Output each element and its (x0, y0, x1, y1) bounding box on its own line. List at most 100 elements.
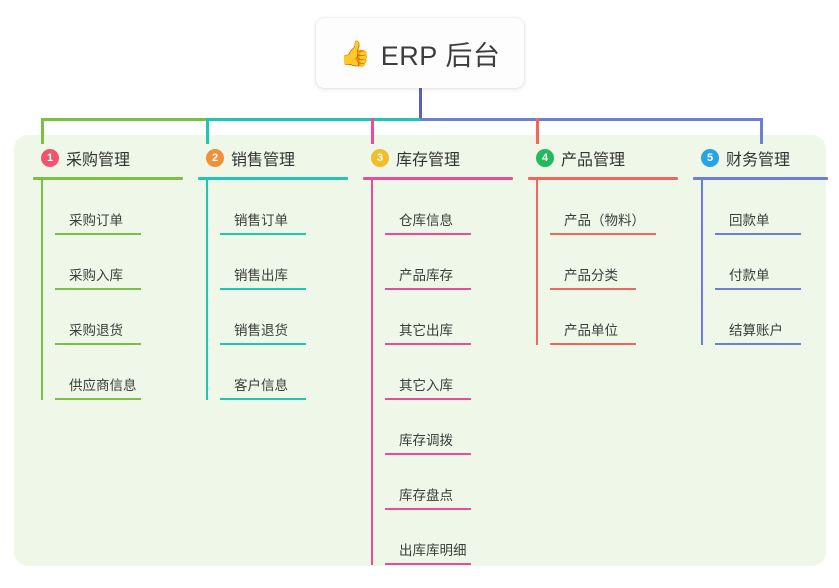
branch-item-label: 其它出库 (399, 323, 453, 338)
branch-item[interactable]: 产品（物料） (550, 180, 688, 235)
branch-item-underline (385, 343, 471, 345)
branch-item-label: 库存盘点 (399, 488, 453, 503)
branch-item[interactable]: 产品分类 (550, 235, 688, 290)
bus-segment-3 (420, 118, 536, 121)
branch-item[interactable]: 付款单 (715, 235, 838, 290)
branch-underline (198, 177, 348, 180)
root-node-title: ERP 后台 (380, 40, 501, 71)
branch-item-underline (385, 453, 471, 455)
branch-item-underline (55, 343, 141, 345)
branch-underline (33, 177, 183, 180)
branch-underline (363, 177, 513, 180)
branch-items: 采购订单采购入库采购退货供应商信息 (33, 180, 193, 400)
branch-item[interactable]: 产品单位 (550, 290, 688, 345)
branch-item[interactable]: 库存盘点 (385, 455, 523, 510)
branch-item[interactable]: 采购入库 (55, 235, 193, 290)
branch-items: 销售订单销售出库销售退货客户信息 (198, 180, 358, 400)
branch-drop-2 (206, 118, 209, 144)
branch-header-采购管理[interactable]: 1 采购管理 (33, 146, 193, 170)
branch-header-销售管理[interactable]: 2 销售管理 (198, 146, 358, 170)
branch-item-underline (715, 343, 801, 345)
branch-item-underline (385, 398, 471, 400)
branch-spine (536, 180, 538, 345)
branch-item[interactable]: 出库库明细 (385, 510, 523, 565)
branch-item-label: 产品分类 (564, 268, 618, 283)
branch-item-underline (715, 288, 801, 290)
branch-item-underline (55, 398, 141, 400)
branch-item[interactable]: 其它入库 (385, 345, 523, 400)
branch-item-underline (55, 288, 141, 290)
branch-item[interactable]: 其它出库 (385, 290, 523, 345)
branch-items: 仓库信息产品库存其它出库其它入库库存调拨库存盘点出库库明细 (363, 180, 523, 565)
branch-item-label: 销售订单 (234, 213, 288, 228)
branch-item-underline (385, 563, 471, 565)
branch-spine (701, 180, 703, 345)
branch-item[interactable]: 库存调拨 (385, 400, 523, 455)
branch-spine (206, 180, 208, 400)
branch-item-label: 仓库信息 (399, 213, 453, 228)
branch-item[interactable]: 销售订单 (220, 180, 358, 235)
branch-item-underline (220, 288, 306, 290)
bus-segment-2 (206, 118, 420, 121)
branch-drop-5 (760, 118, 763, 144)
branch-column-采购管理: 1 采购管理采购订单采购入库采购退货供应商信息 (33, 146, 193, 400)
branch-item-label: 采购订单 (69, 213, 123, 228)
branch-item-label: 供应商信息 (69, 378, 137, 393)
branch-item-label: 结算账户 (729, 323, 783, 338)
branch-item-underline (220, 233, 306, 235)
branch-number-badge: 2 (206, 149, 224, 167)
branch-item-label: 客户信息 (234, 378, 288, 393)
branch-drop-3 (371, 118, 374, 144)
branch-items: 回款单付款单结算账户 (693, 180, 838, 345)
branch-drop-4 (536, 118, 539, 144)
branch-item[interactable]: 销售出库 (220, 235, 358, 290)
branch-spine (371, 180, 373, 565)
branch-item-label: 采购退货 (69, 323, 123, 338)
branch-item-underline (220, 343, 306, 345)
branch-title: 销售管理 (231, 152, 296, 169)
branch-item-label: 销售退货 (234, 323, 288, 338)
branch-item[interactable]: 回款单 (715, 180, 838, 235)
branch-item[interactable]: 采购订单 (55, 180, 193, 235)
root-node[interactable]: 👍 ERP 后台 (316, 18, 524, 88)
branch-column-销售管理: 2 销售管理销售订单销售出库销售退货客户信息 (198, 146, 358, 400)
branch-item-label: 产品单位 (564, 323, 618, 338)
branch-number-badge: 5 (701, 149, 719, 167)
diagram-panel (14, 135, 826, 566)
branch-item-label: 销售出库 (234, 268, 288, 283)
branch-item[interactable]: 供应商信息 (55, 345, 193, 400)
branch-item[interactable]: 销售退货 (220, 290, 358, 345)
root-stem-line (418, 88, 422, 121)
branch-number-badge: 3 (371, 149, 389, 167)
branch-item-underline (385, 288, 471, 290)
branch-item[interactable]: 产品库存 (385, 235, 523, 290)
branch-item-underline (385, 508, 471, 510)
branch-item[interactable]: 客户信息 (220, 345, 358, 400)
branch-number-badge: 1 (41, 149, 59, 167)
branch-title: 财务管理 (726, 152, 791, 169)
branch-item-label: 产品库存 (399, 268, 453, 283)
bus-segment-4 (536, 118, 763, 121)
branch-item-underline (550, 343, 636, 345)
branch-item-label: 回款单 (729, 213, 770, 228)
branch-header-财务管理[interactable]: 5 财务管理 (693, 146, 838, 170)
branch-drop-1 (41, 118, 44, 144)
branch-number-badge: 4 (536, 149, 554, 167)
branch-underline (693, 177, 828, 180)
branch-item-label: 付款单 (729, 268, 770, 283)
branch-item-underline (550, 233, 656, 235)
branch-item-underline (220, 398, 306, 400)
branch-item[interactable]: 仓库信息 (385, 180, 523, 235)
branch-item-underline (385, 233, 471, 235)
branch-item-label: 库存调拨 (399, 433, 453, 448)
branch-item-label: 产品（物料） (564, 213, 645, 228)
branch-item-underline (55, 233, 141, 235)
branch-title: 采购管理 (66, 152, 131, 169)
branch-item[interactable]: 结算账户 (715, 290, 838, 345)
branch-item[interactable]: 采购退货 (55, 290, 193, 345)
branch-item-underline (715, 233, 801, 235)
